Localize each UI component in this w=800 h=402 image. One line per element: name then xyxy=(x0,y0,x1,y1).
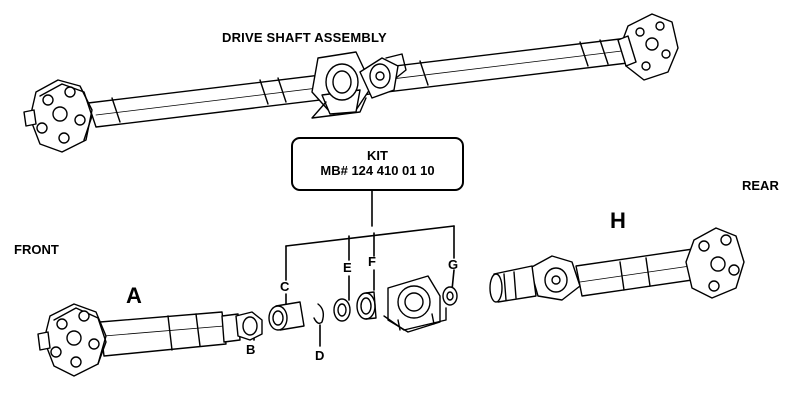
front-label: FRONT xyxy=(14,242,59,257)
part-label-g: G xyxy=(448,257,459,272)
kit-leader-lines xyxy=(253,190,455,347)
part-label-f: F xyxy=(368,254,376,269)
rear-label: REAR xyxy=(742,178,779,193)
section-label-h: H xyxy=(610,208,626,233)
kit-callout-box: KIT MB# 124 410 01 10 xyxy=(291,137,464,191)
kit-part-number: MB# 124 410 01 10 xyxy=(320,163,435,178)
part-f-bearing-drawing xyxy=(356,291,377,320)
part-label-b: B xyxy=(246,342,256,357)
kit-title: KIT xyxy=(367,148,388,163)
flex-disc-front-top xyxy=(23,79,93,153)
part-label-c: C xyxy=(280,279,290,294)
part-g-washer-drawing xyxy=(442,286,458,306)
part-c-sleeve-drawing xyxy=(268,301,305,331)
flex-disc-rear-top xyxy=(617,13,679,81)
part-e-washer-drawing xyxy=(333,298,351,322)
part-label-d: D xyxy=(315,348,325,363)
front-shaft-drawing xyxy=(37,303,241,377)
section-label-a: A xyxy=(126,283,142,308)
part-label-e: E xyxy=(343,260,352,275)
u-joint-top xyxy=(359,53,407,99)
part-d-clip-drawing xyxy=(313,303,325,325)
drive-shaft-assembly-drawing xyxy=(23,13,679,153)
center-support-bearing-drawing xyxy=(383,275,447,333)
center-bearing-top xyxy=(311,51,373,119)
diagram-title: DRIVE SHAFT ASSEMBLY xyxy=(222,30,387,45)
part-b-nut-drawing xyxy=(235,311,263,341)
rear-shaft-drawing xyxy=(489,227,745,303)
